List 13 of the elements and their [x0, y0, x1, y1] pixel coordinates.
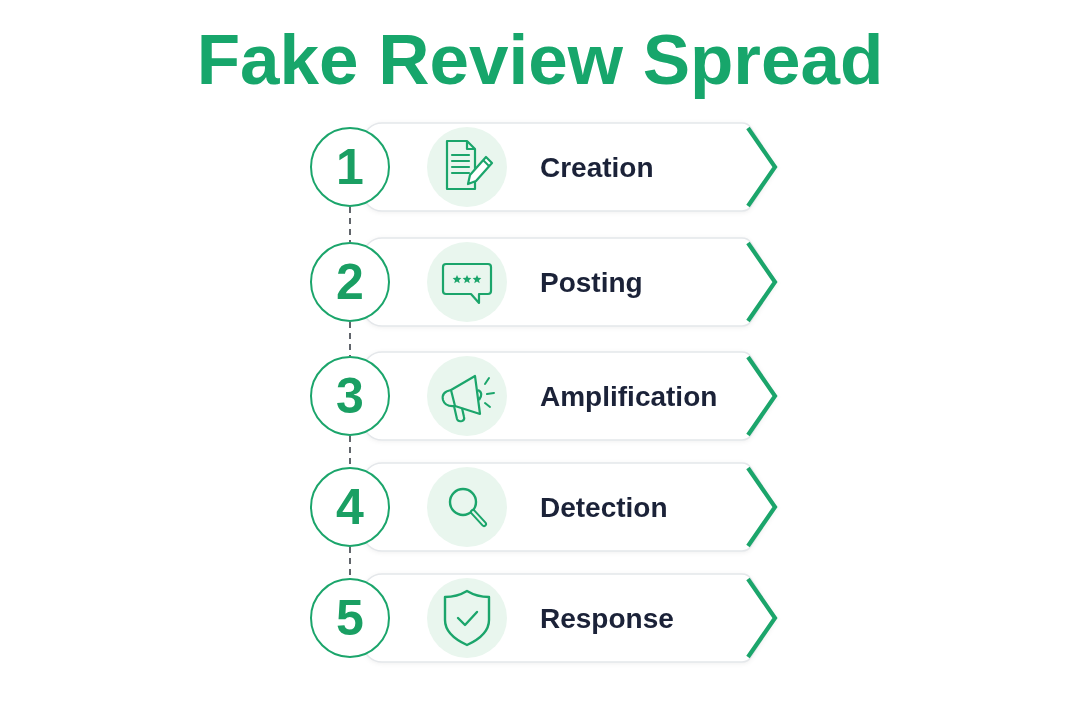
- step-number-circle: 5: [310, 578, 390, 658]
- step-number-circle: 2: [310, 242, 390, 322]
- connector-line: [349, 321, 351, 357]
- step-number-circle: 1: [310, 127, 390, 207]
- step-label: Response: [540, 605, 674, 633]
- step-label: Creation: [540, 154, 654, 182]
- step-label: Posting: [540, 269, 643, 297]
- title: Fake Review Spread: [196, 19, 884, 101]
- step-label: Detection: [540, 494, 668, 522]
- step-number-circle: 4: [310, 467, 390, 547]
- step-label: Amplification: [540, 383, 718, 411]
- connector-line: [349, 206, 351, 243]
- step-number-circle: 3: [310, 356, 390, 436]
